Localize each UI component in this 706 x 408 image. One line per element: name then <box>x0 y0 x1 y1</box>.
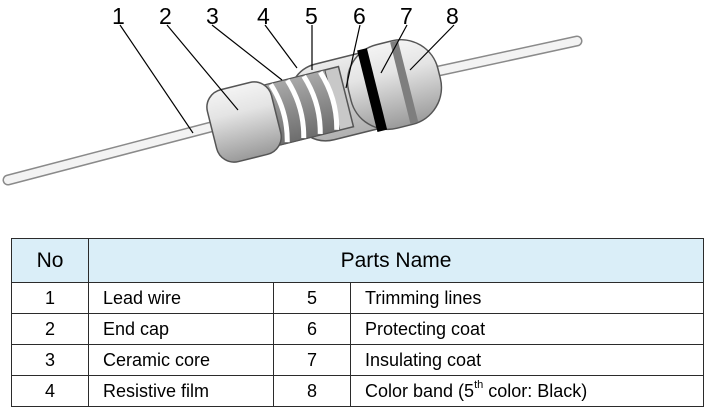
callout-6: 6 <box>353 3 366 29</box>
row-part-name: Lead wire <box>88 282 274 314</box>
callout-2: 2 <box>159 3 172 29</box>
row-no: 1 <box>11 282 89 314</box>
row-part-name: Insulating coat <box>349 344 705 376</box>
trimming-lines <box>268 70 340 143</box>
callout-7: 7 <box>400 3 413 29</box>
color-band-suffix: color: Black) <box>483 380 588 401</box>
lead-wire-right <box>414 35 583 81</box>
lead-wire-left <box>2 116 236 186</box>
row-no: 3 <box>11 344 89 376</box>
end-cap <box>206 81 282 163</box>
callout-1: 1 <box>112 3 125 29</box>
row-part-name: Trimming lines <box>349 282 705 314</box>
row-no: 4 <box>11 375 89 407</box>
leader-lines <box>119 24 455 134</box>
callout-5: 5 <box>305 3 318 29</box>
color-band-prefix: Color band (5 <box>365 380 475 401</box>
row-no: 5 <box>273 282 351 314</box>
resistor-diagram: 1 2 3 4 5 6 7 8 <box>2 3 583 186</box>
table-row: 4 Resistive film 8 Color band (5th color… <box>11 375 705 407</box>
color-bands <box>357 40 419 133</box>
row-no: 6 <box>273 313 351 345</box>
row-part-name: Ceramic core <box>88 344 274 376</box>
table-row: 3 Ceramic core 7 Insulating coat <box>11 344 705 376</box>
table-header-row: No Parts Name <box>11 238 705 283</box>
row-part-name: Protecting coat <box>349 313 705 345</box>
row-no: 2 <box>11 313 89 345</box>
callout-3: 3 <box>206 3 219 29</box>
row-part-name: End cap <box>88 313 274 345</box>
table-row: 1 Lead wire 5 Trimming lines <box>11 282 705 314</box>
header-no: No <box>11 238 89 283</box>
header-parts-name: Parts Name <box>87 238 705 283</box>
row-no: 7 <box>273 344 351 376</box>
row-no: 8 <box>273 375 351 407</box>
row-part-name: Resistive film <box>88 375 274 407</box>
row-part-name-color-band: Color band (5th color: Black) <box>349 375 705 407</box>
parts-table: No Parts Name 1 Lead wire 5 Trimming lin… <box>11 238 705 407</box>
table-row: 2 End cap 6 Protecting coat <box>11 313 705 345</box>
color-band-superscript: th <box>474 378 484 391</box>
callout-8: 8 <box>446 3 459 29</box>
callout-4: 4 <box>257 3 270 29</box>
